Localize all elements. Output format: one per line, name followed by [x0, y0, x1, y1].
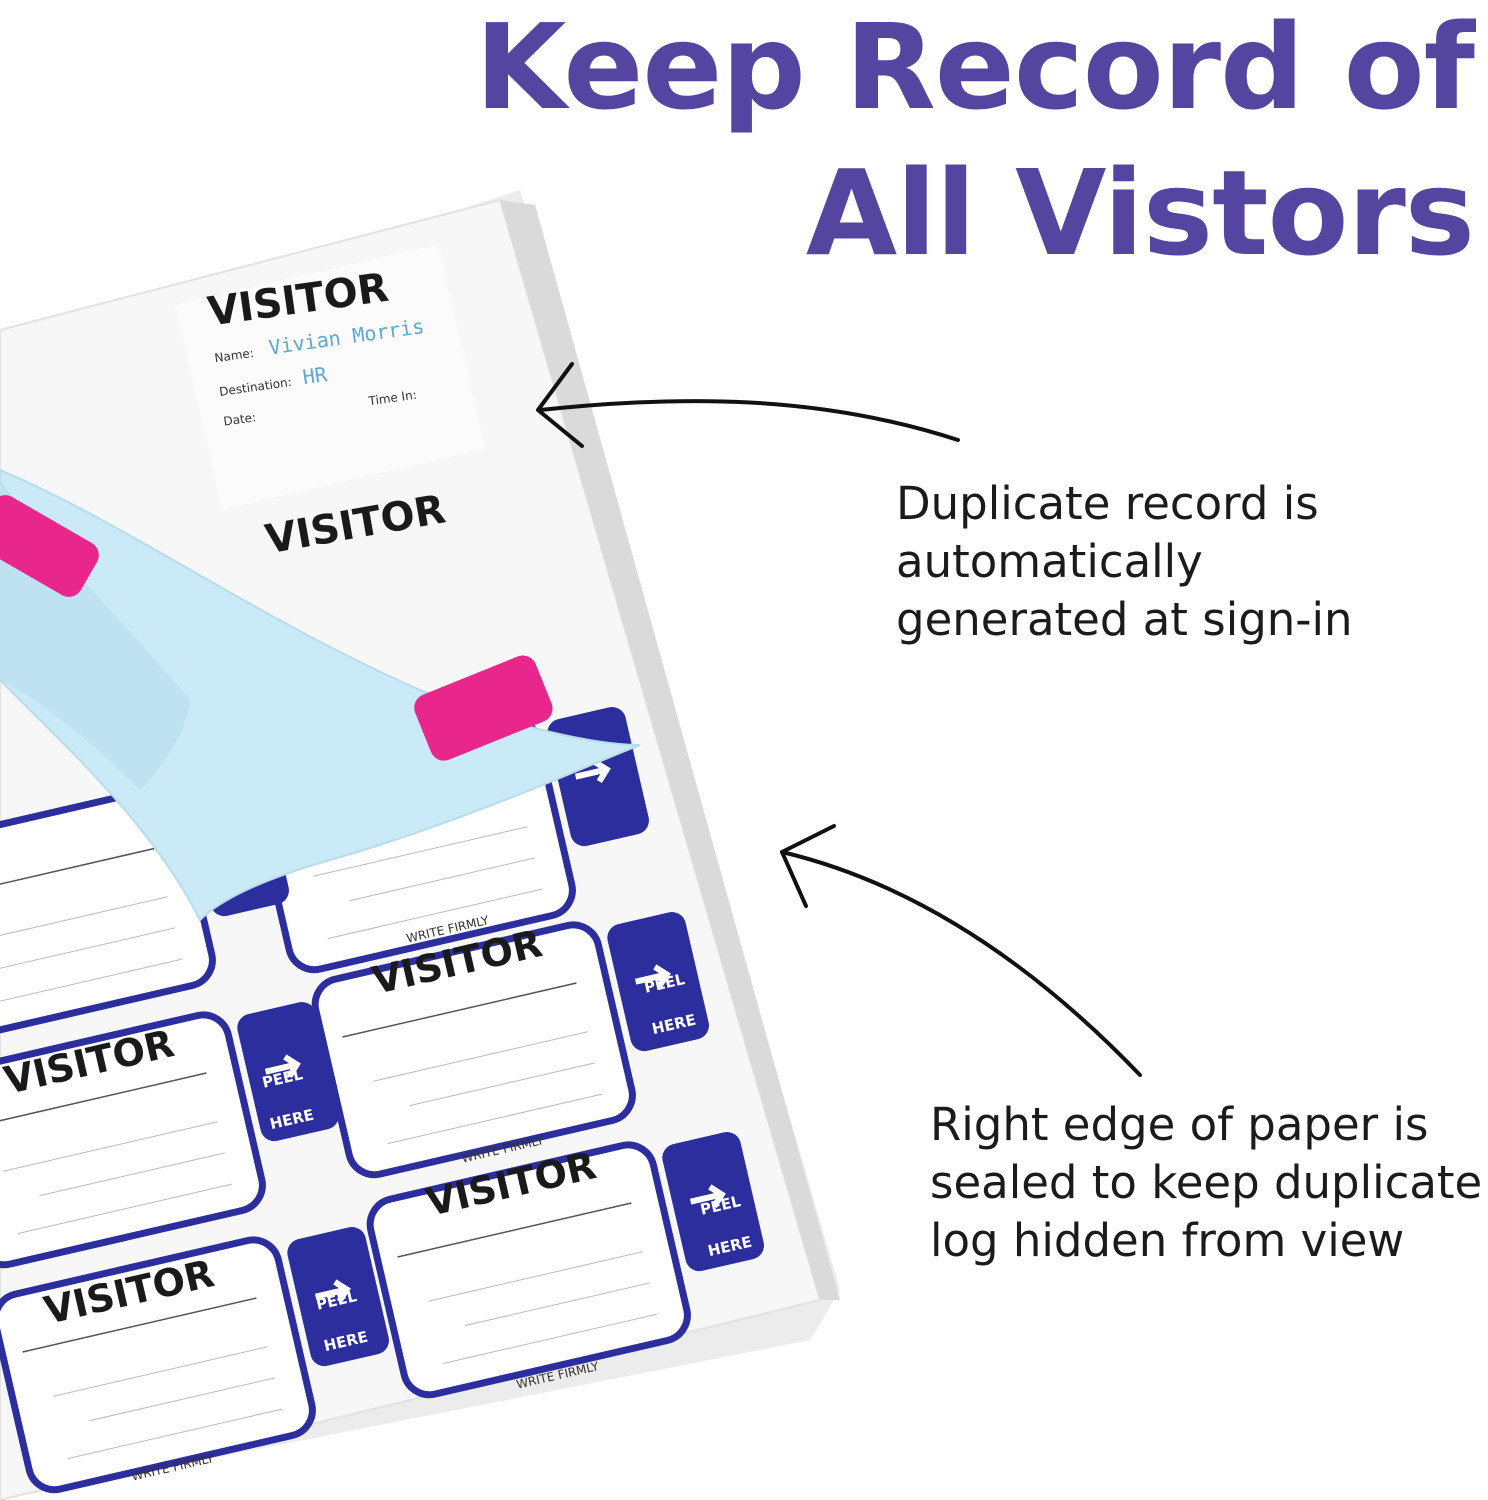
destination-label: Destination:	[218, 374, 293, 399]
handwritten-destination: HR	[301, 361, 329, 390]
callout-1-line-1: Duplicate record is	[896, 477, 1319, 530]
callout-2-line-3: log hidden from view	[930, 1214, 1405, 1267]
callout-sealed-edge: Right edge of paper is sealed to keep du…	[930, 1096, 1488, 1270]
callout-1-line-3: generated at sign-in	[896, 593, 1353, 646]
name-label: Name:	[213, 345, 255, 366]
callout-1-line-2: automatically	[896, 535, 1203, 588]
callout-duplicate-record: Duplicate record is automatically genera…	[896, 475, 1456, 649]
callout-2-line-2: sealed to keep duplicate	[930, 1156, 1483, 1209]
headline: Keep Record of All Vistors	[474, 0, 1475, 286]
callout-2-line-1: Right edge of paper is	[930, 1098, 1429, 1151]
badge-top: VISITOR Name: Vivian Morris Destination:…	[205, 261, 434, 429]
headline-line-2: All Vistors	[805, 144, 1475, 282]
headline-line-1: Keep Record of	[474, 0, 1475, 136]
